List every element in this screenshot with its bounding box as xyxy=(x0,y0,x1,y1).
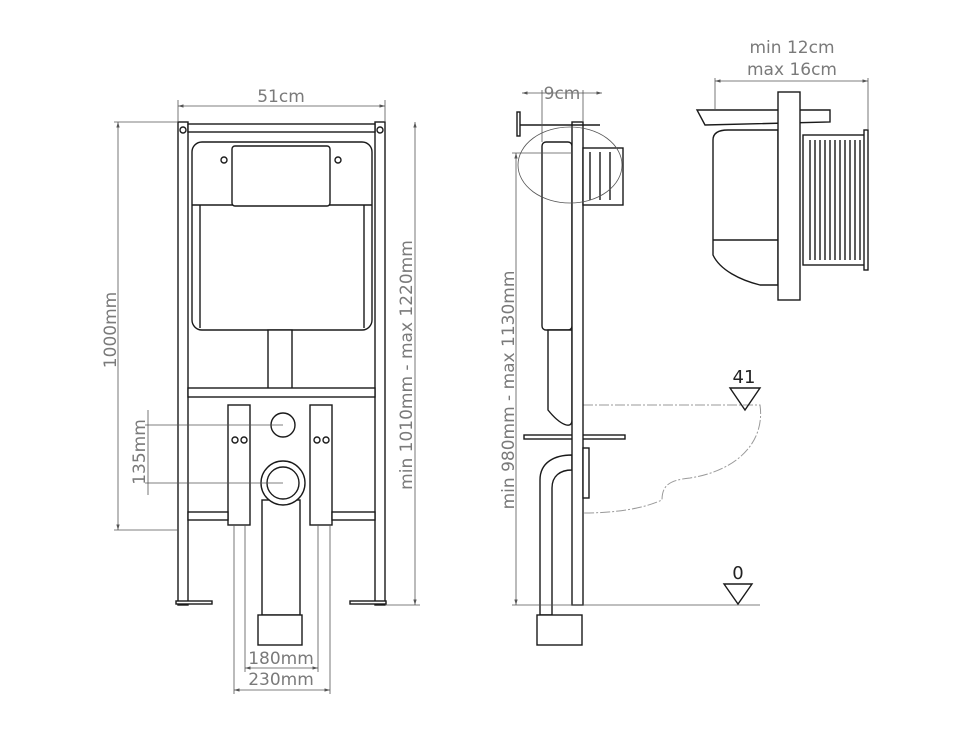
cross-rail xyxy=(187,387,376,398)
bowl-level-label: 41 xyxy=(733,367,756,388)
side-flush-pipe xyxy=(547,329,573,426)
bolt-spacing-outer-label: 230mm xyxy=(248,670,314,690)
adjustable-height-label: min 1010mm - max 1220mm xyxy=(397,240,417,490)
waste-pipe-end xyxy=(257,614,303,646)
detail-frame-post xyxy=(777,91,801,301)
side-frame-post xyxy=(571,121,584,606)
right-bracket xyxy=(309,404,333,526)
flush-pipe xyxy=(267,329,293,391)
top-rail xyxy=(187,123,376,133)
depth-max-label: max 16cm xyxy=(747,60,837,80)
bowl-level-marker xyxy=(728,387,762,412)
right-frame-post xyxy=(374,121,386,606)
floor-level-label: 0 xyxy=(732,563,743,584)
side-cistern xyxy=(541,141,573,331)
left-bracket xyxy=(227,404,251,526)
bolt-spacing-inner-label: 180mm xyxy=(248,649,314,669)
outlet-spacing-label: 135mm xyxy=(130,419,150,485)
flush-valve-panel xyxy=(231,145,331,207)
width-label: 51cm xyxy=(257,87,305,107)
depth-min-label: min 12cm xyxy=(750,38,835,58)
waste-pipe xyxy=(261,499,301,616)
depth-label: 9cm xyxy=(544,84,581,104)
adjustable-height-label: min 980mm - max 1130mm xyxy=(499,271,519,510)
right-foot xyxy=(349,600,387,605)
side-view: 9cm min 980mm - max 1130mm 41 0 xyxy=(499,84,762,646)
floor-level-marker xyxy=(722,583,754,606)
detail-marker xyxy=(517,126,623,204)
detail-cistern xyxy=(712,129,779,286)
left-foot xyxy=(175,600,213,605)
toilet-bowl-outline xyxy=(582,404,762,514)
side-waste-pipe xyxy=(539,454,573,616)
detail-view: min 12cm max 16cm xyxy=(695,38,869,301)
bowl-bolt xyxy=(582,447,590,499)
detail-wall-rod xyxy=(695,109,831,126)
side-flush-panel xyxy=(582,147,624,206)
front-view: 51cm 1000mm min 1010mm - max 1220mm 135m… xyxy=(101,87,420,694)
height-label: 1000mm xyxy=(101,292,121,368)
left-frame-post xyxy=(177,121,189,606)
side-waste-pipe-end xyxy=(536,614,583,646)
